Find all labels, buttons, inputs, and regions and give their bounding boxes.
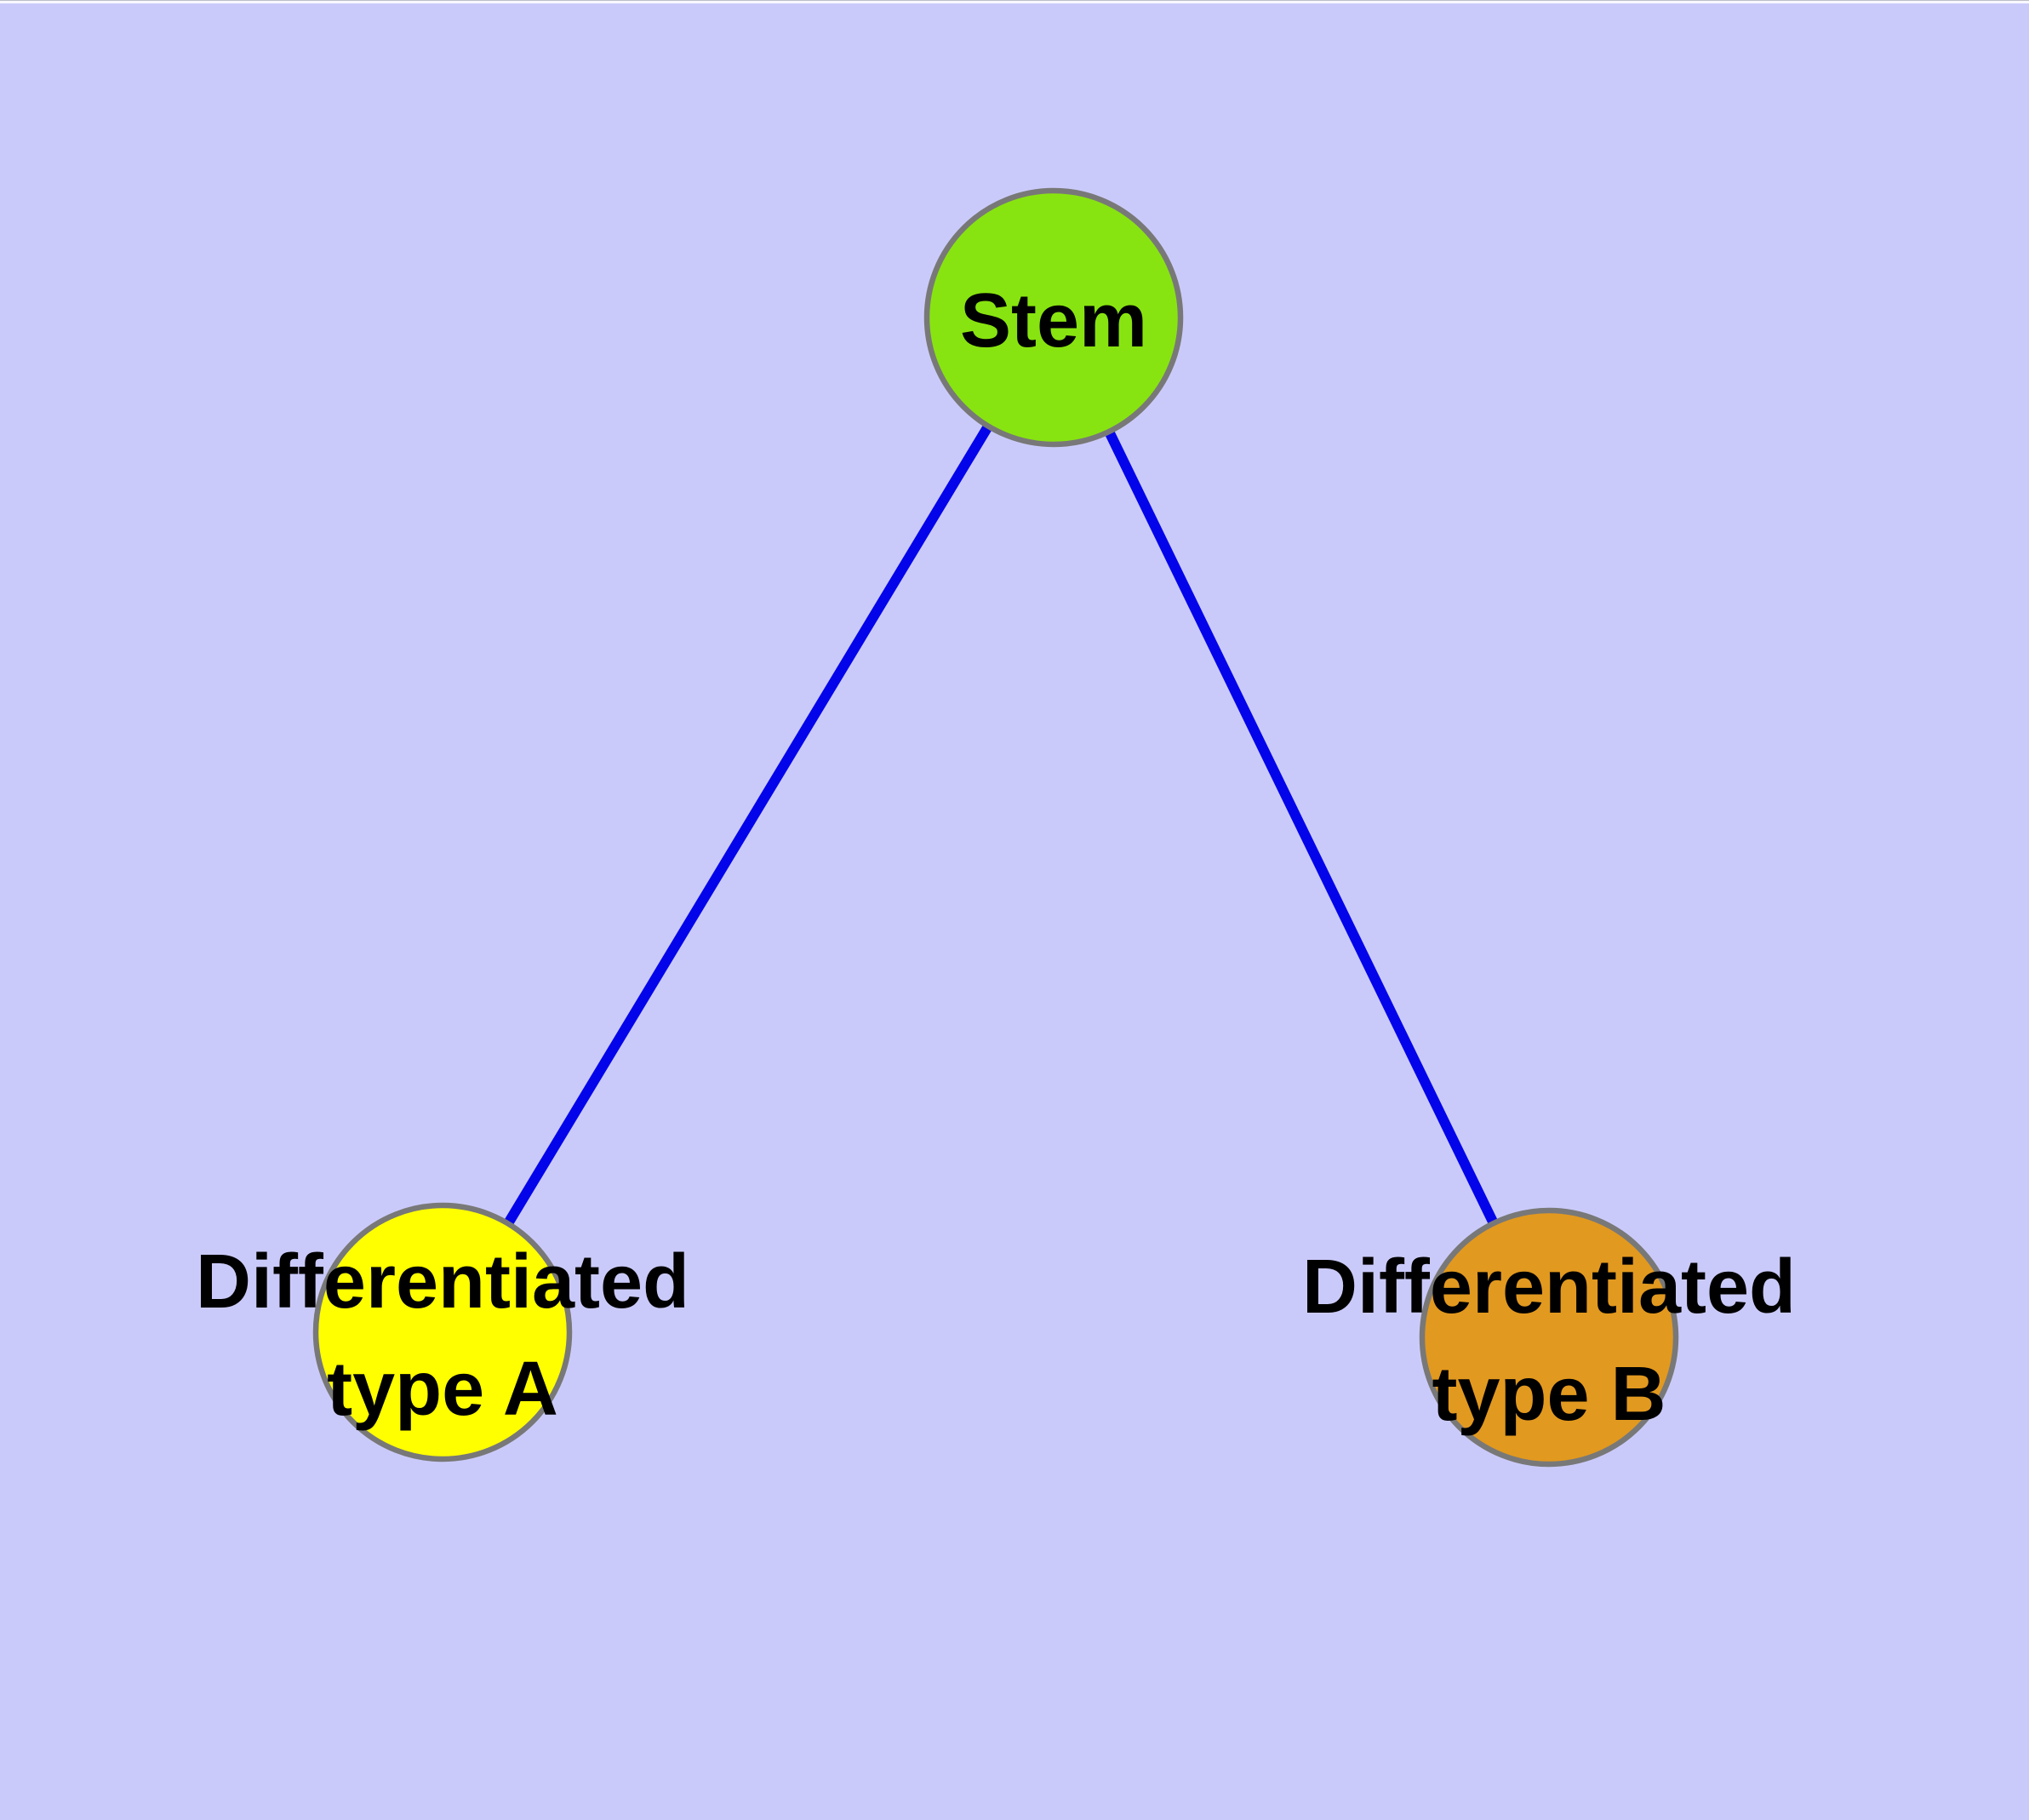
- node-circle-differentiated-type-a: [312, 1202, 573, 1462]
- edges-layer: [437, 314, 1554, 1340]
- node-differentiated-type-b: Differentiated type B: [1302, 1207, 1796, 1468]
- node-label-line: type A: [327, 1347, 558, 1432]
- node-label-line: Differentiated: [1302, 1245, 1796, 1330]
- edge-stem-to-differentiated-type-b: [1049, 315, 1554, 1340]
- node-label-stem: Stem: [960, 278, 1147, 363]
- node-label-differentiated-type-a: Differentiated type A: [196, 1239, 689, 1432]
- node-stem: Stem: [923, 187, 1184, 448]
- node-label-line: Stem: [960, 278, 1147, 363]
- node-label-line: type B: [1432, 1352, 1666, 1437]
- edge-stem-to-differentiated-type-a: [437, 314, 1059, 1336]
- node-differentiated-type-a: Differentiated type A: [196, 1202, 689, 1462]
- node-label-differentiated-type-b: Differentiated type B: [1302, 1245, 1796, 1437]
- node-label-line: Differentiated: [196, 1239, 689, 1325]
- node-circle-stem: [923, 187, 1184, 448]
- node-circle-differentiated-type-b: [1419, 1207, 1679, 1468]
